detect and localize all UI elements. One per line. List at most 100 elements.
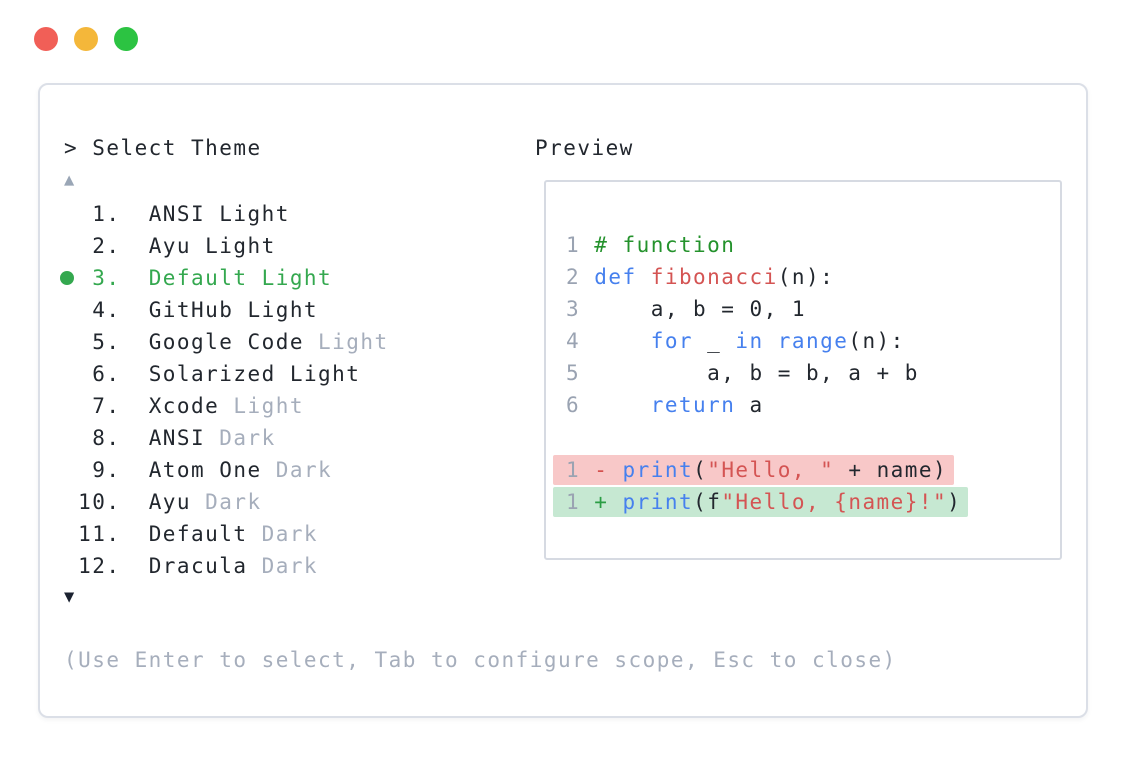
theme-name: ANSI [148, 426, 220, 450]
theme-number: 3. [64, 266, 149, 290]
theme-number: 6. [64, 362, 149, 386]
theme-number: 1. [64, 202, 149, 226]
close-button[interactable] [34, 27, 58, 51]
theme-item-solarized-light[interactable]: 6. Solarized Light [64, 358, 389, 390]
code-token: # function [594, 233, 736, 257]
code-line: 6 return a [566, 389, 1052, 421]
theme-variant: Light [289, 362, 361, 386]
theme-name: ANSI [148, 202, 220, 226]
theme-variant: Light [247, 298, 319, 322]
theme-variant: Light [261, 266, 333, 290]
code-token: a, b = 0, 1 [594, 297, 806, 321]
minimize-button[interactable] [74, 27, 98, 51]
theme-item-ansi-dark[interactable]: 8. ANSI Dark [64, 422, 389, 454]
zoom-button[interactable] [114, 27, 138, 51]
code-token: ( [693, 458, 708, 482]
code-line: 3 a, b = 0, 1 [566, 293, 1052, 325]
theme-item-dracula-dark[interactable]: 12. Dracula Dark [64, 550, 389, 582]
theme-item-xcode-light[interactable]: 7. Xcode Light [64, 390, 389, 422]
theme-variant: Light [205, 234, 276, 258]
theme-name: Dracula [148, 554, 262, 578]
theme-item-default-dark[interactable]: 11. Default Dark [64, 518, 389, 550]
theme-item-ayu-dark[interactable]: 10. Ayu Dark [64, 486, 389, 518]
theme-number: 10. [64, 490, 149, 514]
theme-name: Google Code [148, 330, 319, 354]
line-number: 1 [566, 458, 581, 482]
theme-name: Default [148, 522, 262, 546]
theme-variant: Dark [261, 554, 319, 578]
code-token: _ [693, 329, 736, 353]
line-number: 2 [566, 265, 581, 289]
code-token: in [735, 329, 764, 353]
code-token [594, 393, 650, 417]
theme-number: 12. [64, 554, 149, 578]
theme-item-github-light[interactable]: 4. GitHub Light [64, 294, 389, 326]
theme-name: Ayu [148, 234, 206, 258]
line-number: 3 [566, 297, 581, 321]
theme-variant: Dark [219, 426, 276, 450]
diff-line-added: 1 + print(f"Hello, {name}!") [553, 485, 1052, 517]
theme-number: 4. [64, 298, 149, 322]
theme-name: Ayu [148, 490, 206, 514]
theme-number: 8. [64, 426, 149, 450]
code-token [764, 329, 778, 353]
line-number: 1 [566, 490, 581, 514]
theme-item-ayu-light[interactable]: 2. Ayu Light [64, 230, 389, 262]
diff-line-removed: 1 - print("Hello, " + name) [553, 453, 1052, 485]
diff-highlight-added: 1 + print(f"Hello, {name}!") [553, 487, 969, 517]
line-number: 4 [566, 329, 581, 353]
preview-label: Preview [535, 136, 634, 160]
theme-number: 9. [64, 458, 149, 482]
code-token: "Hello, {name}!" [721, 490, 948, 514]
theme-variant: Light [318, 330, 389, 354]
code-token: a [735, 393, 764, 417]
code-token: (f [693, 490, 722, 514]
code-token: return [650, 393, 736, 417]
line-number: 5 [566, 361, 581, 385]
code-token [637, 265, 651, 289]
select-theme-prompt: > Select Theme [64, 136, 262, 160]
scroll-up-icon[interactable]: ▲ [64, 170, 76, 190]
theme-list: 1. ANSI Light 2. Ayu Light 3. Default Li… [60, 198, 389, 582]
theme-variant: Dark [261, 522, 319, 546]
code-token: + name) [834, 458, 948, 482]
theme-item-default-light[interactable]: 3. Default Light [60, 262, 389, 294]
theme-variant: Dark [275, 458, 333, 482]
code-token [594, 329, 650, 353]
theme-name: Solarized [148, 362, 290, 386]
code-token: a, b = b, a + b [594, 361, 919, 385]
diff-sign: - [594, 458, 609, 482]
code-line: 4 for _ in range(n): [566, 325, 1052, 357]
theme-name: GitHub [148, 298, 248, 322]
code-line: 5 a, b = b, a + b [566, 357, 1052, 389]
theme-number: 2. [64, 234, 149, 258]
code-line: 1 # function [566, 229, 1052, 261]
scroll-down-icon[interactable]: ▼ [64, 587, 76, 607]
selected-dot-icon [60, 271, 74, 285]
code-token: range [777, 329, 849, 353]
theme-item-atom-one-dark[interactable]: 9. Atom One Dark [64, 454, 389, 486]
window-controls [34, 27, 138, 51]
diff-sign: + [594, 490, 609, 514]
code-token: def [594, 265, 637, 289]
code-token: for [650, 329, 694, 353]
line-number: 1 [566, 233, 581, 257]
theme-number: 11. [64, 522, 149, 546]
code-token: "Hello, " [707, 458, 835, 482]
theme-item-ansi-light[interactable]: 1. ANSI Light [64, 198, 389, 230]
line-number: 6 [566, 393, 581, 417]
code-token: print [622, 490, 694, 514]
theme-item-google-code-light[interactable]: 5. Google Code Light [64, 326, 389, 358]
theme-name: Default [148, 266, 262, 290]
diff-highlight-removed: 1 - print("Hello, " + name) [553, 455, 955, 485]
code-token: (n): [848, 329, 905, 353]
code-token: fibonacci [650, 265, 778, 289]
keyboard-hint: (Use Enter to select, Tab to configure s… [64, 648, 897, 672]
theme-name: Atom One [148, 458, 276, 482]
theme-number: 5. [64, 330, 149, 354]
code-token: (n): [777, 265, 835, 289]
blank-line [566, 421, 1052, 453]
code-token: ) [947, 490, 962, 514]
theme-number: 7. [64, 394, 149, 418]
